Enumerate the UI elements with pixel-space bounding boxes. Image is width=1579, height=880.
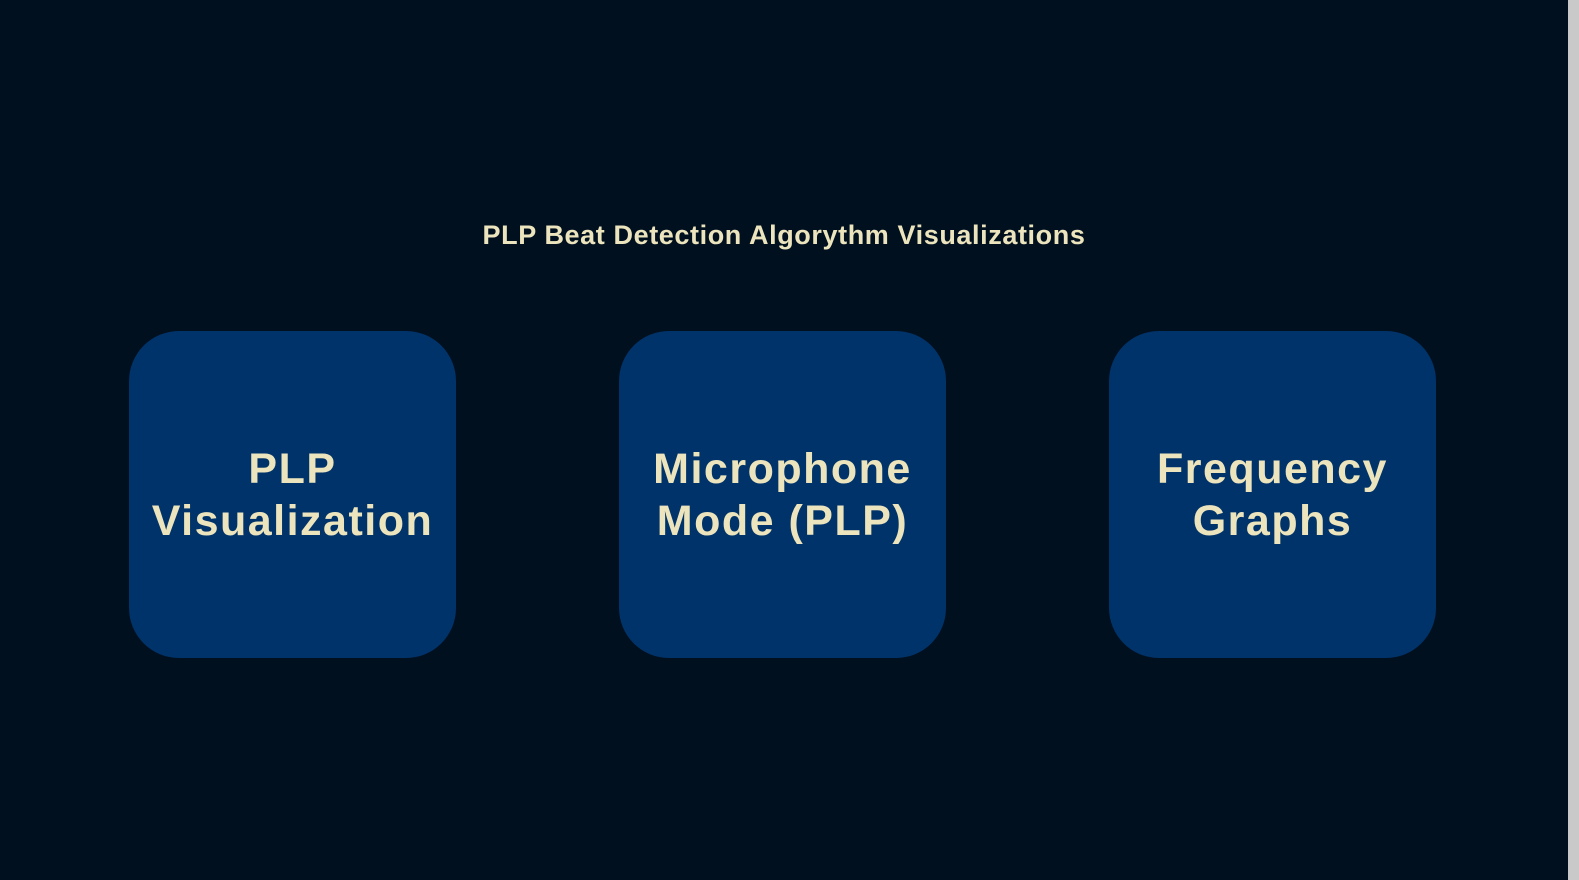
plp-visualization-button[interactable]: PLP Visualization	[129, 331, 456, 658]
plp-visualization-label: PLP Visualization	[151, 444, 434, 545]
microphone-mode-label: Microphone Mode (PLP)	[653, 444, 912, 545]
frequency-graphs-button[interactable]: Frequency Graphs	[1109, 331, 1436, 658]
microphone-mode-button[interactable]: Microphone Mode (PLP)	[619, 331, 946, 658]
window-edge	[1568, 0, 1579, 880]
frequency-graphs-label: Frequency Graphs	[1157, 444, 1388, 545]
page-title: PLP Beat Detection Algorythm Visualizati…	[482, 220, 1086, 250]
